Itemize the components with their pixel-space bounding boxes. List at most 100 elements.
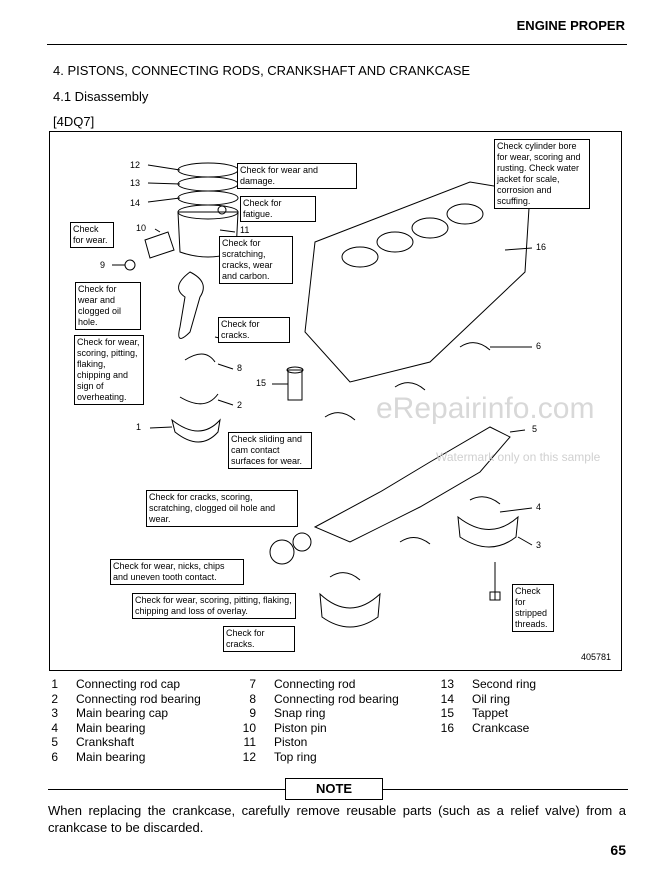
rod-bearing-upper (184, 353, 216, 363)
part-number-11: 11 (240, 225, 250, 235)
section-title: 4. PISTONS, CONNECTING RODS, CRANKSHAFT … (53, 63, 471, 78)
part-number-6: 6 (536, 341, 542, 351)
legend-label: Piston (274, 735, 308, 749)
legend-item: 6 Main bearing (36, 750, 201, 765)
page-header: ENGINE PROPER (0, 0, 657, 48)
part-number-5: 5 (532, 424, 538, 434)
legend-item: 13 Second ring (432, 677, 536, 692)
legend-column-1: 1 Connecting rod cap 2 Connecting rod bear… (36, 677, 201, 765)
legend-num: 1 (51, 677, 58, 691)
legend-label: Crankcase (472, 720, 530, 735)
legend-label: Connecting rod cap (76, 677, 181, 691)
second-ring (177, 176, 239, 192)
legend-label: Connecting rod bearing (76, 691, 201, 706)
legend-num: 13 (440, 677, 454, 691)
page-number: 65 (610, 842, 626, 858)
callout-wear-damage: Check for wear and damage. (237, 163, 357, 189)
exploded-diagram: 12 13 14 10 11 9 7 8 2 1 15 16 6 5 4 3 C… (49, 131, 622, 671)
callout-fatigue: Check for fatigue. (240, 196, 316, 222)
legend-num: 6 (51, 749, 58, 764)
legend-label: Tappet (472, 706, 509, 720)
legend-num: 9 (249, 706, 256, 720)
conrod-shape (178, 271, 204, 339)
legend-item: 14 Oil ring (432, 692, 536, 707)
crankshaft-shape (313, 426, 511, 543)
part-number-1: 1 (136, 422, 142, 432)
legend-num: 8 (249, 691, 256, 706)
model-label: [4DQ7] (53, 114, 95, 129)
legend-label: Top ring (274, 749, 317, 764)
callout-tappet: Check sliding and cam contact surfaces f… (228, 432, 312, 469)
legend-item: 1 Connecting rod cap (36, 677, 201, 692)
legend-label: Snap ring (274, 706, 326, 720)
legend-label: Oil ring (472, 691, 511, 706)
watermark: eRepairinfo.com (376, 392, 595, 425)
legend-item: 11 Piston (234, 735, 399, 750)
part-number-12: 12 (130, 160, 141, 170)
part-number-2: 2 (237, 400, 243, 410)
legend-item: 3 Main bearing cap (36, 706, 201, 721)
legend-label: Second ring (472, 677, 537, 691)
piston-pin-shape (144, 231, 175, 259)
legend-label: Crankshaft (76, 735, 135, 749)
oil-ring (177, 190, 239, 206)
callout-rod-cracks: Check for cracks. (218, 317, 290, 343)
legend-item: 9 Snap ring (234, 706, 399, 721)
note-text: When replacing the crankcase, carefully … (48, 803, 626, 835)
legend-num: 12 (242, 749, 256, 764)
part-number-8: 8 (237, 363, 243, 373)
legend-item: 8 Connecting rod bearing (234, 691, 399, 707)
part-number-4: 4 (536, 502, 542, 512)
callout-cap-cracks: Check for cracks. (223, 626, 295, 652)
legend-item: 7 Connecting rod (234, 677, 399, 692)
part-number-13: 13 (130, 178, 141, 188)
note-label: NOTE (285, 778, 383, 800)
header-rule (47, 44, 627, 45)
legend-label: Main bearing (76, 720, 146, 735)
callout-piston: Check for scratching, cracks, wear and c… (219, 236, 293, 284)
legend-item: 10 Piston pin (234, 721, 399, 736)
legend-num: 5 (51, 735, 58, 749)
crankcase-shape (304, 181, 531, 383)
part-number-15: 15 (256, 378, 267, 388)
part-number-9: 9 (100, 260, 106, 270)
legend-num: 15 (440, 706, 454, 720)
legend-num: 16 (440, 720, 454, 735)
callout-pin-wear: Check for wear. (70, 222, 114, 248)
legend-label: Piston pin (274, 720, 327, 735)
legend-item: 2 Connecting rod bearing (36, 691, 201, 707)
legend-item: 5 Crankshaft (36, 735, 201, 750)
legend-label: Connecting rod bearing (274, 691, 399, 706)
legend-item: 12 Top ring (234, 750, 399, 765)
legend-item: 16 Crankcase (432, 721, 536, 736)
legend-num: 11 (243, 735, 256, 749)
top-ring (177, 162, 239, 178)
subsection-title: 4.1 Disassembly (53, 89, 149, 104)
legend-num: 3 (51, 706, 58, 720)
header-title: ENGINE PROPER (516, 18, 625, 33)
part-number-3: 3 (536, 540, 542, 550)
legend-num: 4 (51, 720, 58, 735)
callout-bore: Check cylinder bore for wear, scoring an… (494, 139, 590, 209)
crank-gear (269, 539, 295, 565)
legend-item: 4 Main bearing (36, 721, 201, 736)
callout-threads: Check for stripped threads. (512, 584, 554, 632)
diagram-drawing (112, 162, 533, 628)
callout-crank: Check for cracks, scoring, scratching, c… (146, 490, 298, 527)
legend-label: Main bearing (76, 749, 146, 764)
legend-num: 14 (440, 691, 454, 706)
rod-cap-shape (171, 418, 221, 443)
legend-num: 10 (242, 720, 256, 735)
callout-gear: Check for wear, nicks, chips and uneven … (110, 559, 244, 585)
part-number-16: 16 (536, 242, 547, 252)
legend-column-3: 13 Second ring 14 Oil ring 15 Tappet 16 Cran… (432, 677, 536, 735)
legend-label: Main bearing cap (76, 706, 169, 720)
legend-label: Connecting rod (274, 677, 356, 691)
callout-bearing: Check for wear, scoring, pitting, flakin… (74, 335, 144, 405)
part-number-14: 14 (130, 198, 141, 208)
callout-rod-wear: Check for wear and clogged oil hole. (75, 282, 141, 330)
legend-num: 7 (249, 677, 256, 691)
watermark-note: Watermark only on this sample (436, 450, 601, 464)
legend-num: 2 (51, 691, 58, 706)
